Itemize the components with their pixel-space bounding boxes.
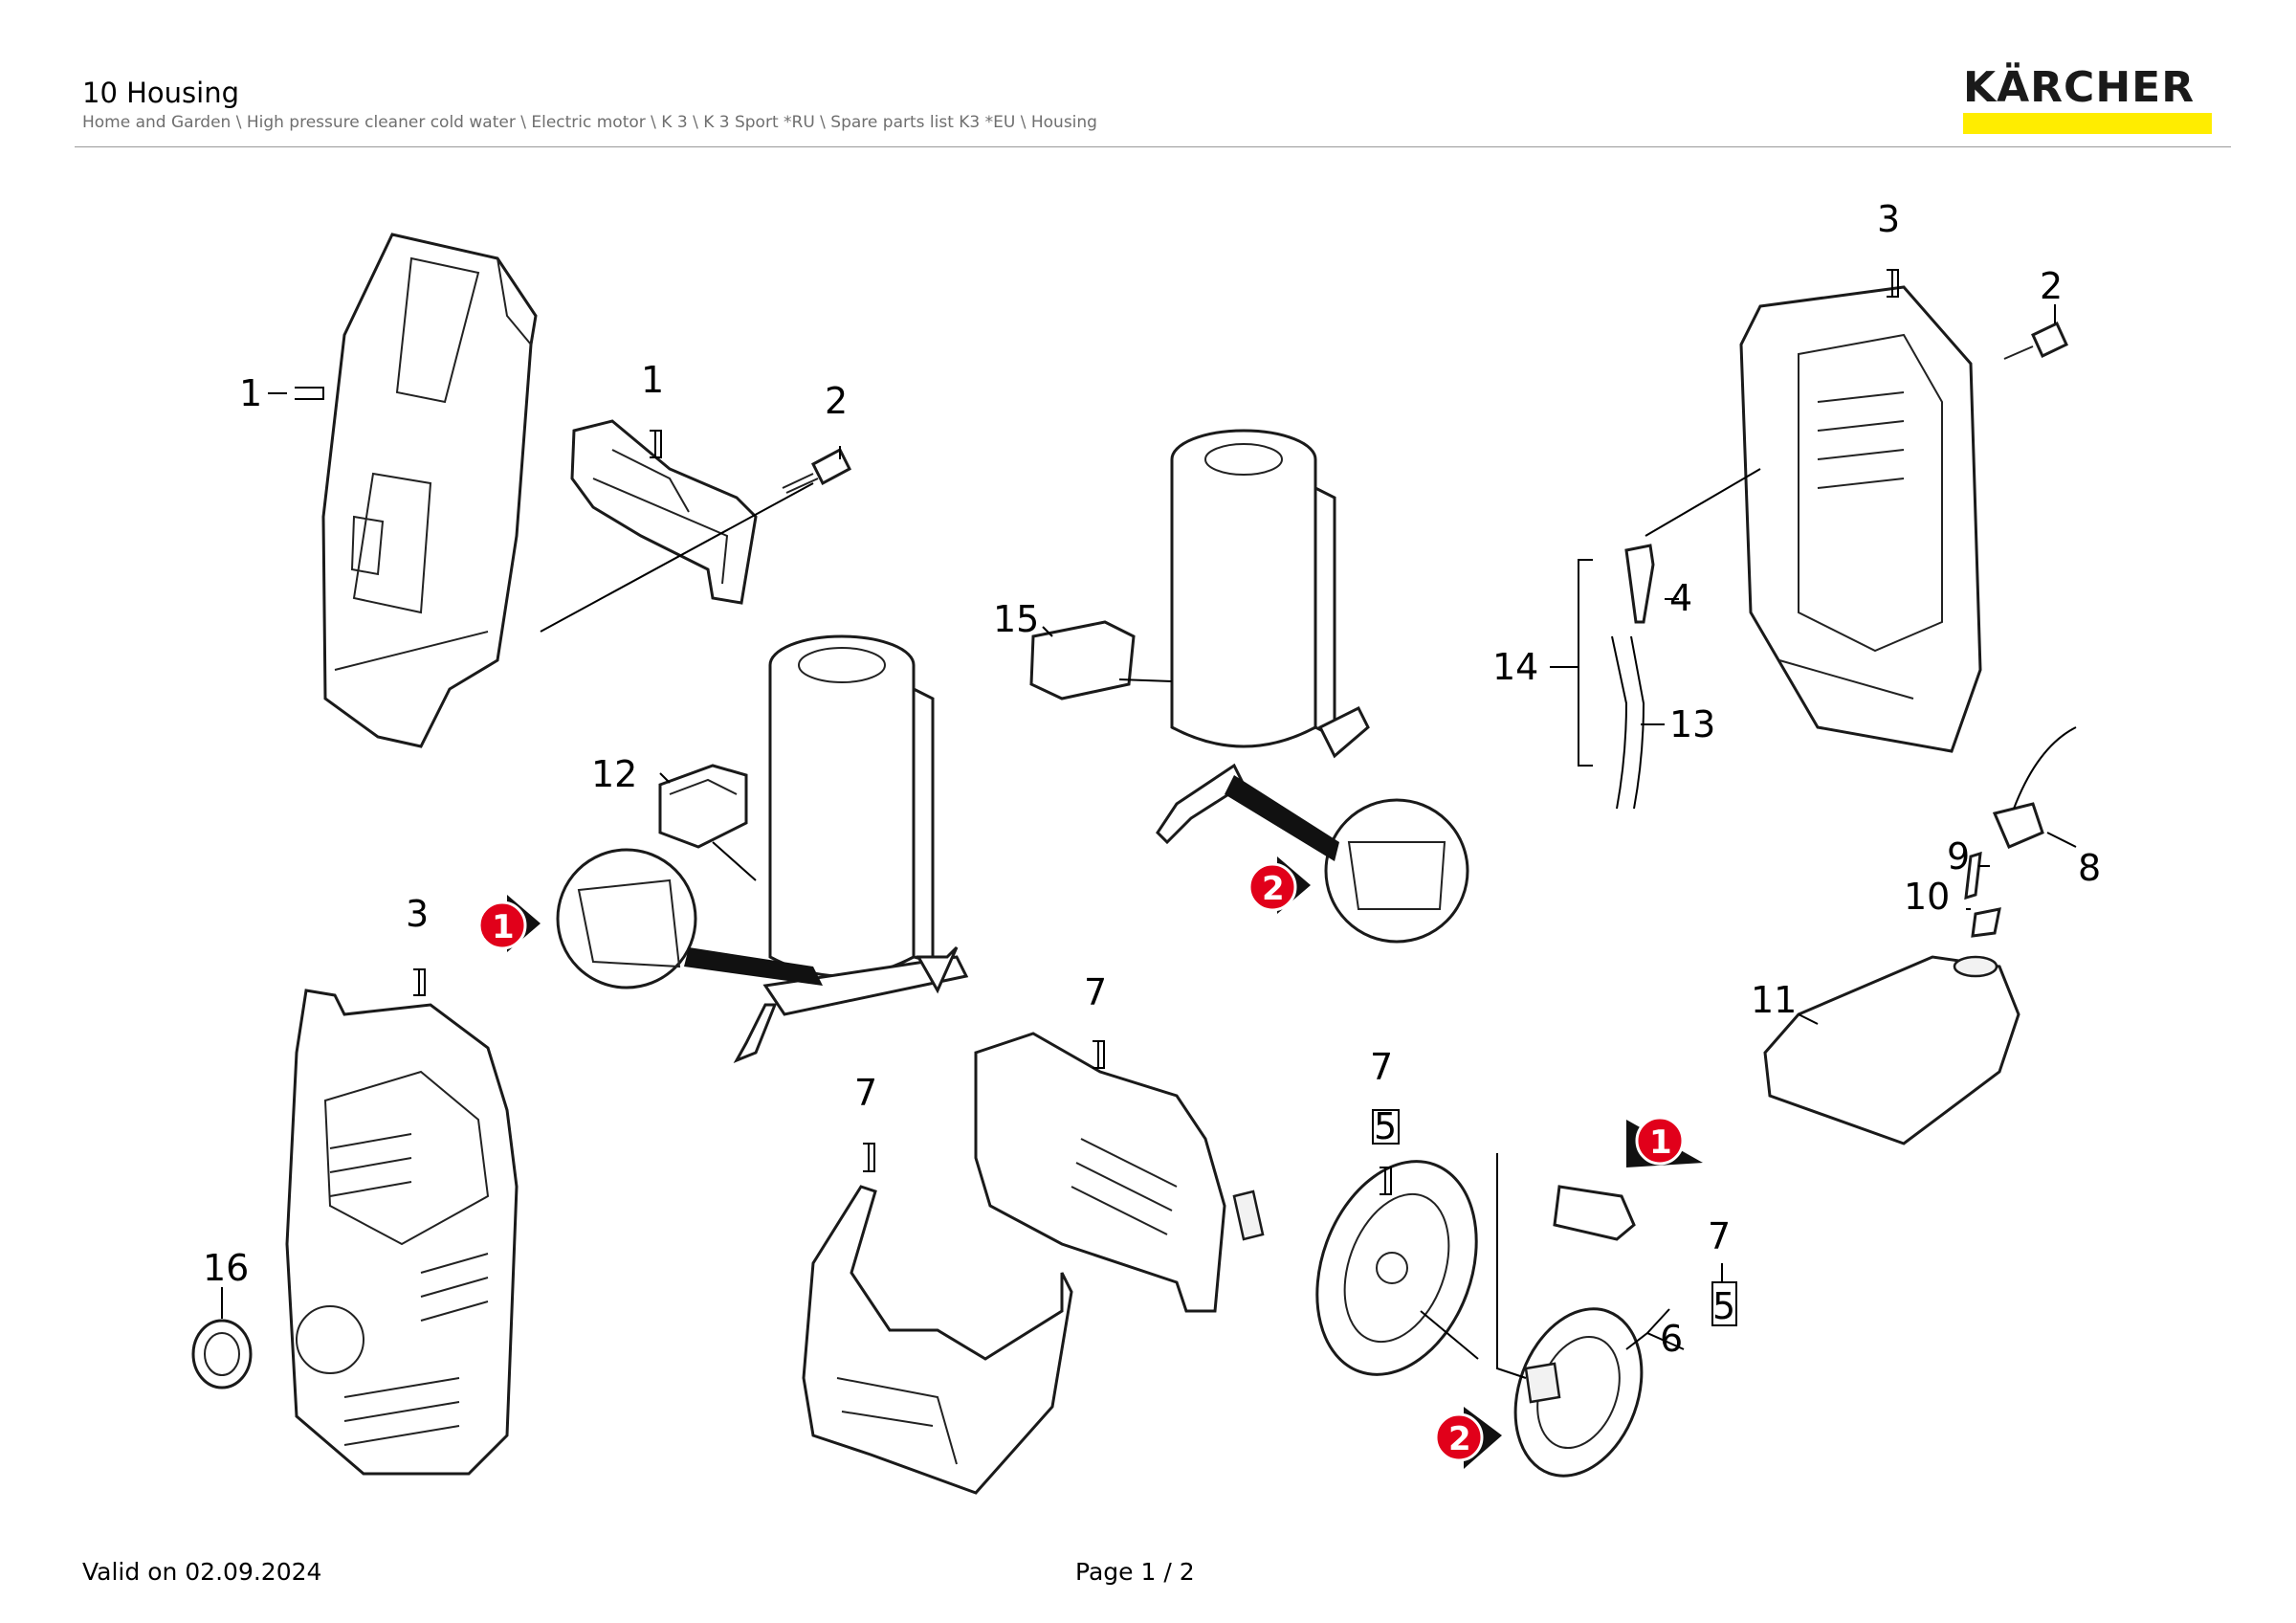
callout-label: 8 [2078,847,2101,889]
motor-pump-unit-center [1156,429,1370,845]
callout-label: 15 [993,598,1039,640]
lower-cover-part [802,1185,1073,1495]
callout-label: 13 [1669,703,1715,745]
svg-text:1: 1 [492,908,515,946]
handle-bracket-part [570,419,758,605]
callout-label: 9 [1947,835,1970,878]
callout-label: 2 [825,380,848,422]
wheel-part [1315,1160,1478,1376]
callout-label: 7 [1708,1215,1731,1257]
wheel-cap-part [1513,1185,1644,1478]
screw-part [2003,321,2068,360]
detergent-tank-part [1763,726,2077,1145]
motor-pump-unit-left [733,634,969,1063]
callout-label: 6 [1660,1318,1683,1360]
page-title: 10 Housing [82,77,240,109]
callout-label: 10 [1904,876,1950,918]
logo-yellow-bar [1963,113,2212,134]
callout-label: 4 [1669,577,1692,619]
leader-lines [221,269,2077,1379]
callout-label: 2 [2040,265,2063,307]
knob-part [191,1319,253,1390]
callout-label: 5 [1374,1105,1397,1147]
callout-label: 1 [641,359,664,401]
detail-markers: 1 2 1 2 [477,856,1703,1469]
svg-text:2: 2 [1448,1420,1471,1458]
callout-label: 3 [1877,198,1900,240]
detail-marker-1-left: 1 [477,895,541,952]
detail-view-1 [556,848,823,989]
callout-label: 11 [1751,979,1797,1021]
callout-label: 5 [1712,1285,1735,1327]
detail-marker-1-right: 1 [1626,1116,1703,1167]
valid-date: Valid on 02.09.2024 [82,1558,322,1586]
detail-view-2 [1225,775,1469,944]
switch-part-15 [1029,620,1173,700]
callout-label: 12 [591,753,637,795]
callout-label: 1 [239,372,262,414]
rear-housing-part [1739,285,1982,753]
wheel-carrier-part [974,1032,1265,1313]
logo-wordmark: KÄRCHER [1963,63,2196,112]
handle-part [321,233,538,748]
detail-marker-2-bottom: 2 [1434,1407,1502,1469]
callout-label: 7 [1084,971,1107,1013]
svg-text:2: 2 [1262,870,1285,908]
callout-label: 7 [854,1072,877,1114]
callout-labels: 1 1 2 3 2 4 14 13 15 12 3 7 7 7 5 16 6 7… [203,198,2101,1360]
callout-label: 7 [1370,1046,1393,1088]
switch-part-12 [658,764,748,849]
cable-part [1578,468,1761,810]
header-divider [75,146,2231,147]
front-housing-part [285,989,519,1476]
callout-label: 14 [1492,646,1538,688]
breadcrumb: Home and Garden \ High pressure cleaner … [82,113,1097,132]
page-number: Page 1 / 2 [1075,1558,1195,1586]
brand-logo: KÄRCHER [1963,67,2212,136]
svg-text:1: 1 [1649,1123,1672,1162]
callout-label: 3 [406,893,429,935]
callout-label: 16 [203,1247,249,1289]
detail-marker-2-center: 2 [1247,856,1311,914]
